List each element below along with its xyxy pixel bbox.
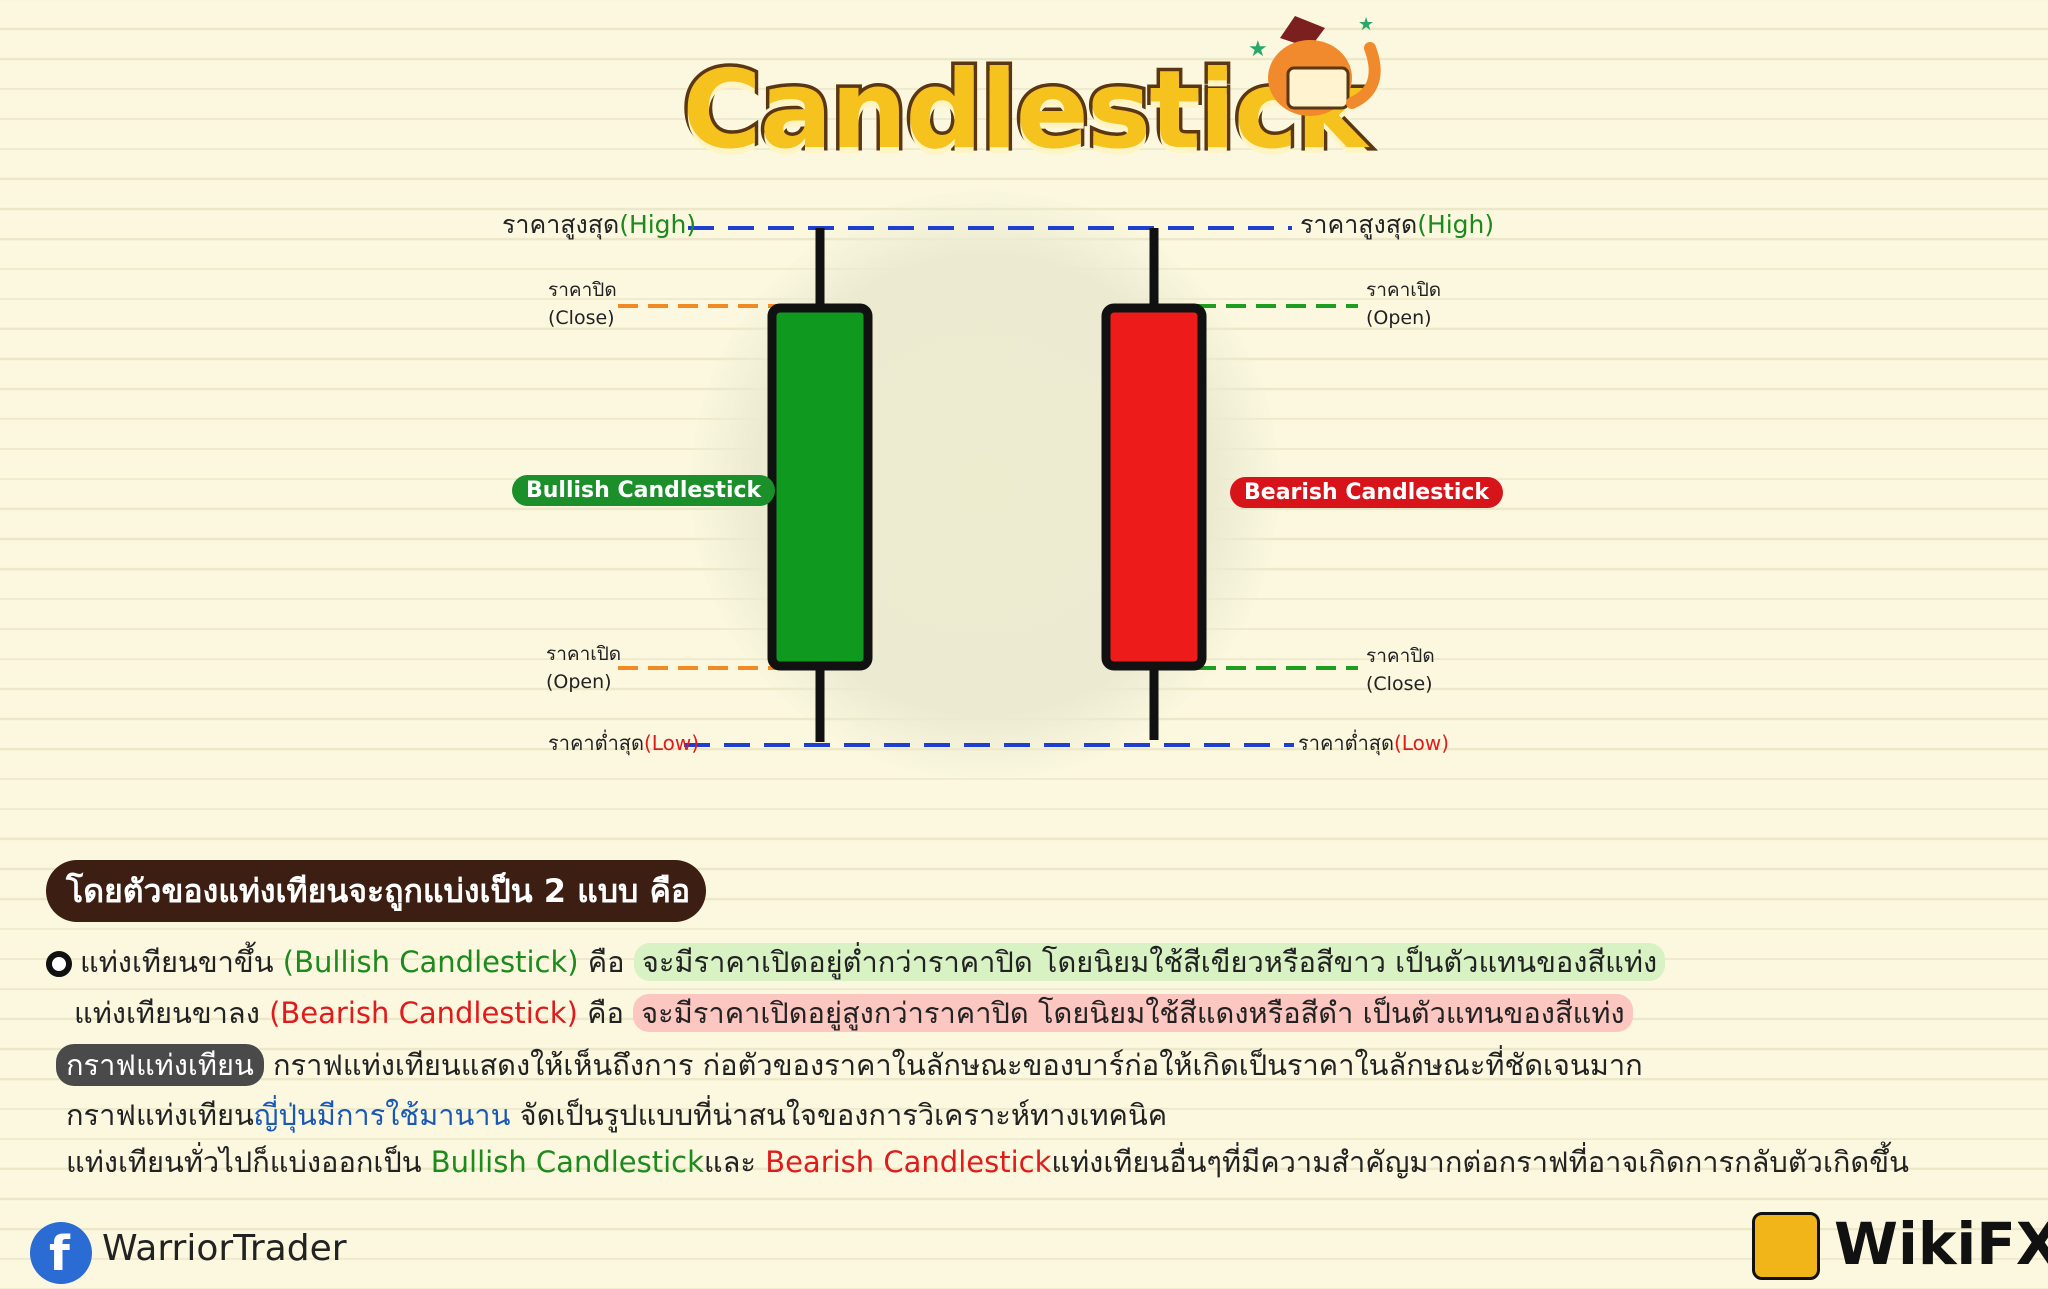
svg-text:★: ★	[1358, 14, 1374, 35]
page-title: Candlestick	[679, 45, 1371, 177]
text-line-bullish: แท่งเทียนขาขึ้น (Bullish Candlestick) คื…	[46, 942, 1666, 982]
label-right-low: ราคาต่ำสุด(Low)	[1298, 731, 1449, 755]
cat-mascot-icon: ★ ★	[1248, 14, 1381, 116]
text-line-bearish: แท่งเทียนขาลง (Bearish Candlestick) คือ …	[74, 993, 1633, 1033]
label-left-open: ราคาเปิด(Open)	[546, 643, 622, 693]
wikifx-logo-text: WikiFX	[1834, 1210, 2048, 1278]
text-line-candlestick-chart: กราฟแท่งเทียน กราฟแท่งเทียนแสดงให้เห็นถึ…	[56, 1044, 1643, 1086]
author-handle: WarriorTrader	[102, 1228, 347, 1269]
label-left-close: ราคาปิด(Close)	[548, 279, 617, 329]
label-right-high: ราคาสูงสุด(High)	[1300, 210, 1495, 239]
label-right-open: ราคาเปิด(Open)	[1366, 279, 1442, 329]
label-left-low: ราคาต่ำสุด(Low)	[548, 731, 699, 755]
text-line-japanese: กราฟแท่งเทียนญี่ปุ่นมีการใช้มานาน จัดเป็…	[66, 1098, 1168, 1132]
bullet-icon	[46, 951, 72, 977]
bearish-tag: Bearish Candlestick	[1230, 477, 1504, 508]
bearish-candle-body	[1101, 303, 1207, 671]
bullish-tag: Bullish Candlestick	[512, 475, 776, 506]
bullish-candle-body	[767, 303, 873, 671]
label-right-close: ราคาปิด(Close)	[1366, 645, 1435, 695]
svg-text:★: ★	[1248, 37, 1268, 62]
facebook-icon[interactable]: f	[30, 1222, 92, 1284]
wikifx-logo-icon	[1752, 1212, 1820, 1280]
text-line-types: แท่งเทียนทั่วไปก็แบ่งออกเป็น Bullish Can…	[66, 1145, 1909, 1179]
section-heading: โดยตัวของแท่งเทียนจะถูกแบ่งเป็น 2 แบบ คื…	[46, 860, 707, 922]
label-left-high: ราคาสูงสุด(High)	[502, 210, 697, 239]
